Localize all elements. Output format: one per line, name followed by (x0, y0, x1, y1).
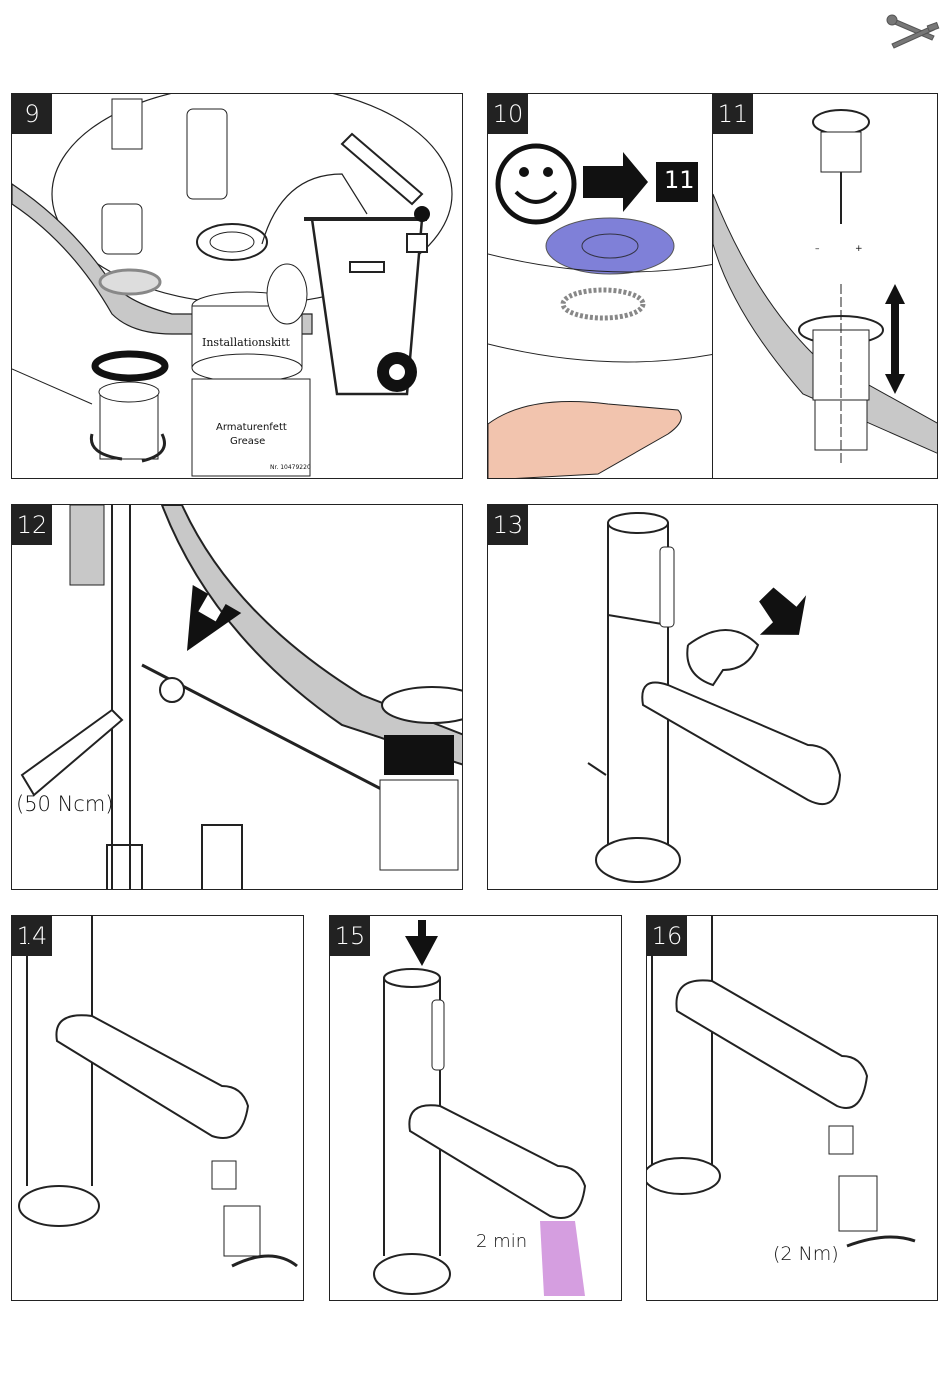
grease-box-partno: Nr. 10479220 (270, 464, 311, 471)
up-down-arrow-icon (885, 284, 905, 394)
tin-label: Installationskitt (202, 336, 290, 349)
panel-step-14: 14 (11, 915, 304, 1301)
popup-adjust-illustration (713, 94, 938, 479)
arrow-right-icon (583, 152, 648, 212)
smiley-icon (498, 146, 574, 222)
panel-step-12: 12 (50 Ncm) (11, 504, 463, 890)
grease-box-line2: Grease (230, 436, 265, 447)
panel-step-10: 10 11 (487, 93, 714, 479)
plus-label: + (855, 244, 863, 254)
duration-label: 2 min (476, 1231, 527, 1252)
arrow-down-icon (405, 920, 438, 966)
torque-label: (2 Nm) (773, 1243, 839, 1265)
minus-label: – (815, 244, 820, 254)
test-drain-illustration (488, 94, 714, 479)
faucet-clip-illustration (488, 505, 938, 890)
panel-step-13: 13 (487, 504, 938, 890)
panel-step-9: 9 Installationskitt Armaturenfett (11, 93, 463, 479)
panel-step-15: 15 2 min (329, 915, 622, 1301)
goto-step-label: 11 (664, 166, 695, 194)
panel-step-16: 16 (2 Nm) (646, 915, 938, 1301)
aerator-removal-illustration (12, 916, 304, 1301)
grease-box-line1: Armaturenfett (216, 422, 287, 433)
panel-step-11: 11 – + (712, 93, 938, 479)
rod-screw-illustration (12, 505, 463, 890)
wrench-screwdriver-icon (0, 0, 950, 60)
torque-label: (50 Ncm) (16, 792, 114, 816)
